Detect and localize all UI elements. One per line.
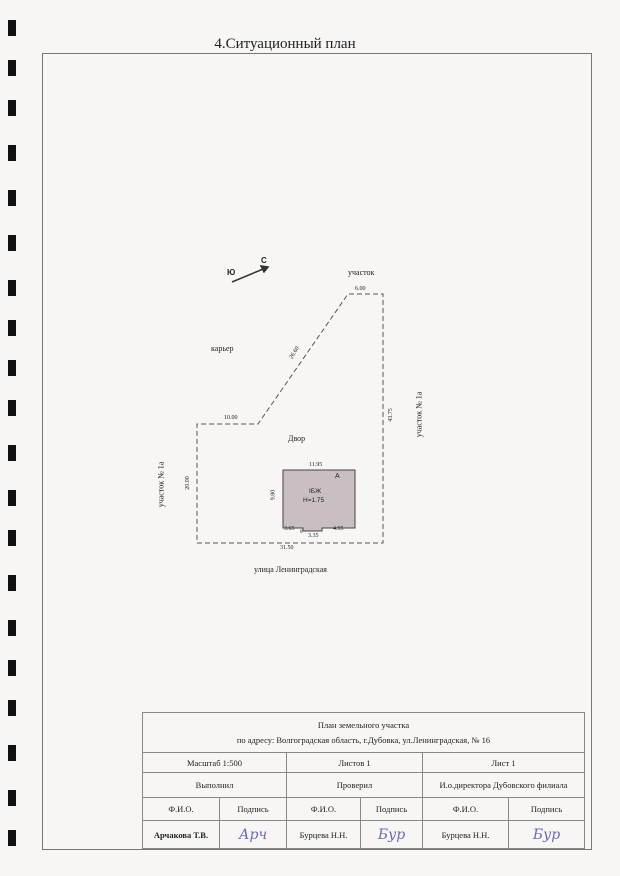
director-name: Бурцева Н.Н. <box>422 820 509 849</box>
signature-header: Подпись <box>360 797 423 821</box>
quarry-label: карьер <box>211 344 234 353</box>
fio-header: Ф.И.О. <box>142 797 220 821</box>
right-neighbor-label: участок № 1а <box>414 391 424 438</box>
performed-cell: Выполнил <box>142 772 287 798</box>
director-cell: И.о.директора Дубовского филиала <box>422 772 585 798</box>
building-width: 11.95 <box>309 462 323 468</box>
checker-name: Бурцева Н.Н. <box>286 820 361 849</box>
fio-header: Ф.И.О. <box>286 797 361 821</box>
page-title: 4.Ситуационный план <box>214 36 356 52</box>
dim-bottom: 31.50 <box>280 545 294 551</box>
sheet-cell: Лист 1 <box>422 752 585 773</box>
building-type: IБЖ <box>309 488 322 495</box>
building-bottom-right: 4.95 <box>333 526 344 532</box>
checked-cell: Проверил <box>286 772 423 798</box>
building-letter: А <box>335 473 340 480</box>
stamp-header: План земельного участка по адресу: Волго… <box>142 712 585 753</box>
fio-header: Ф.И.О. <box>422 797 509 821</box>
stamp-line1: План земельного участка <box>317 720 410 730</box>
director-signature: Бур <box>508 820 585 849</box>
signature-header: Подпись <box>508 797 585 821</box>
building-notch: 0 <box>300 530 303 535</box>
building-depth: 9.80 <box>270 489 277 501</box>
checker-signature: Бур <box>360 820 423 849</box>
performer-signature: Арч <box>219 820 287 849</box>
title-block: План земельного участка по адресу: Волго… <box>142 712 585 849</box>
drawing-frame <box>42 53 592 850</box>
street-label: улица Ленинградская <box>254 565 327 574</box>
north-arrow <box>231 265 270 283</box>
signature-header: Подпись <box>219 797 287 821</box>
building-outline <box>282 469 356 532</box>
dim-left: 20.00 <box>184 476 191 490</box>
top-neighbor-label: участок <box>348 268 375 277</box>
yard-label: Двор <box>288 434 306 443</box>
scale-cell: Масштаб 1:500 <box>142 752 287 773</box>
left-neighbor-label: участок № 1а <box>156 461 166 508</box>
parcel-boundary <box>196 293 384 544</box>
dim-top: 6.00 <box>355 286 366 292</box>
stamp-line2: по адресу: Волгоградская область, г.Дубо… <box>236 735 491 745</box>
sheets-cell: Листов 1 <box>286 752 423 773</box>
building-height: Н=1.75 <box>303 497 325 504</box>
north-label: С <box>261 256 267 265</box>
dim-right: 43.75 <box>387 408 394 422</box>
building-bottom-mid: 3.35 <box>308 533 319 539</box>
building-bottom-left: 3.65 <box>284 526 295 532</box>
performer-name: Арчакова Т.В. <box>142 820 220 849</box>
south-label: Ю <box>227 268 236 277</box>
dim-left-top: 10.00 <box>224 415 238 421</box>
